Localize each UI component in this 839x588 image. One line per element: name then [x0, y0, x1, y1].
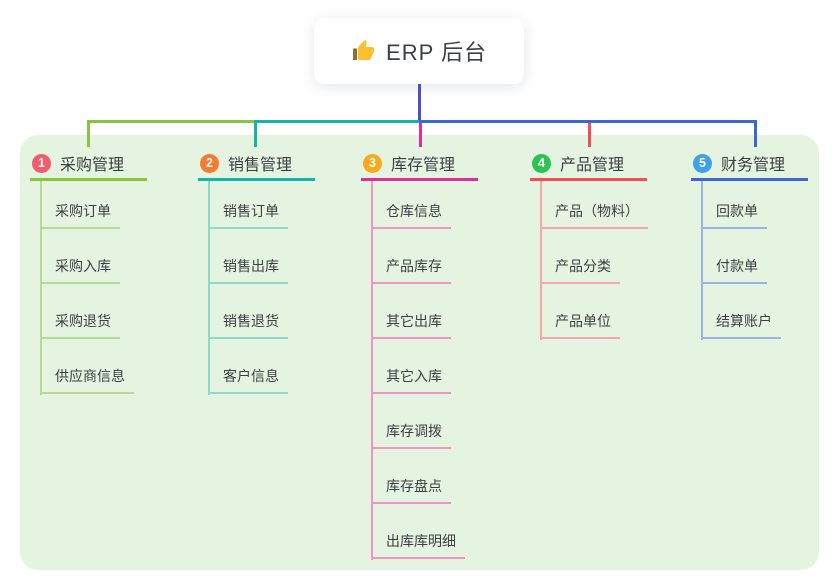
- branch-number-badge: 5: [693, 153, 712, 173]
- connector-line: [87, 120, 90, 147]
- branch-3-column: 3 库存管理仓库信息产品库存其它出库其它入库库存调拨库存盘点出库库明细: [361, 148, 478, 560]
- connector-line: [419, 120, 422, 147]
- child-node[interactable]: 结算账户: [701, 311, 781, 339]
- branch-title: 库存管理: [391, 157, 456, 174]
- branch-label[interactable]: 1 采购管理: [30, 148, 147, 181]
- child-node[interactable]: 产品（物料）: [540, 201, 648, 229]
- connector-line: [418, 84, 421, 120]
- child-node[interactable]: 销售退货: [208, 311, 288, 339]
- root-title: ERP 后台: [386, 40, 487, 65]
- branch-label[interactable]: 2 销售管理: [198, 148, 315, 181]
- branch-number-badge: 1: [32, 153, 51, 173]
- branch-2-column: 2 销售管理销售订单销售出库销售退货客户信息: [198, 148, 315, 395]
- branch-title: 财务管理: [721, 157, 786, 174]
- canvas-panel: [20, 135, 819, 570]
- branch-5-column: 5 财务管理回款单付款单结算账户: [691, 148, 808, 340]
- connector-line: [254, 120, 419, 123]
- child-node[interactable]: 采购退货: [40, 311, 120, 339]
- branch-label[interactable]: 3 库存管理: [361, 148, 478, 181]
- child-node[interactable]: 其它出库: [371, 311, 451, 339]
- branch-number-badge: 3: [363, 153, 382, 173]
- child-node[interactable]: 回款单: [701, 201, 767, 229]
- branch-label[interactable]: 5 财务管理: [691, 148, 808, 181]
- branch-title: 产品管理: [560, 157, 625, 174]
- child-node[interactable]: 产品分类: [540, 256, 620, 284]
- root-node[interactable]: ERP 后台: [314, 18, 524, 84]
- child-node[interactable]: 销售出库: [208, 256, 288, 284]
- branch-4-column: 4 产品管理产品（物料） 产品分类产品单位: [530, 148, 648, 340]
- branch-title: 销售管理: [228, 157, 293, 174]
- child-node[interactable]: 产品单位: [540, 311, 620, 339]
- child-node[interactable]: 出库库明细: [371, 531, 465, 559]
- branch-1-column: 1 采购管理采购订单采购入库采购退货供应商信息: [30, 148, 147, 395]
- child-node[interactable]: 其它入库: [371, 366, 451, 394]
- connector-line: [419, 120, 757, 123]
- child-node[interactable]: 库存调拨: [371, 421, 451, 449]
- branch-child-connector: [208, 181, 210, 395]
- child-node[interactable]: 客户信息: [208, 366, 288, 394]
- connector-line: [87, 120, 254, 123]
- branch-child-connector: [40, 181, 42, 395]
- child-node[interactable]: 付款单: [701, 256, 767, 284]
- branch-child-connector: [540, 181, 542, 340]
- connector-line: [254, 120, 257, 147]
- child-node[interactable]: 库存盘点: [371, 476, 451, 504]
- branch-number-badge: 2: [200, 153, 219, 173]
- branch-title: 采购管理: [60, 157, 125, 174]
- child-node[interactable]: 仓库信息: [371, 201, 451, 229]
- connector-line: [754, 120, 757, 147]
- child-node[interactable]: 销售订单: [208, 201, 288, 229]
- branch-number-badge: 4: [532, 153, 551, 173]
- child-node[interactable]: 供应商信息: [40, 366, 134, 394]
- child-node[interactable]: 产品库存: [371, 256, 451, 284]
- branch-child-connector: [371, 181, 373, 560]
- connector-line: [588, 120, 591, 147]
- thumbs-up-icon: [351, 39, 375, 63]
- child-node[interactable]: 采购入库: [40, 256, 120, 284]
- branch-child-connector: [701, 181, 703, 340]
- branch-label[interactable]: 4 产品管理: [530, 148, 647, 181]
- child-node[interactable]: 采购订单: [40, 201, 120, 229]
